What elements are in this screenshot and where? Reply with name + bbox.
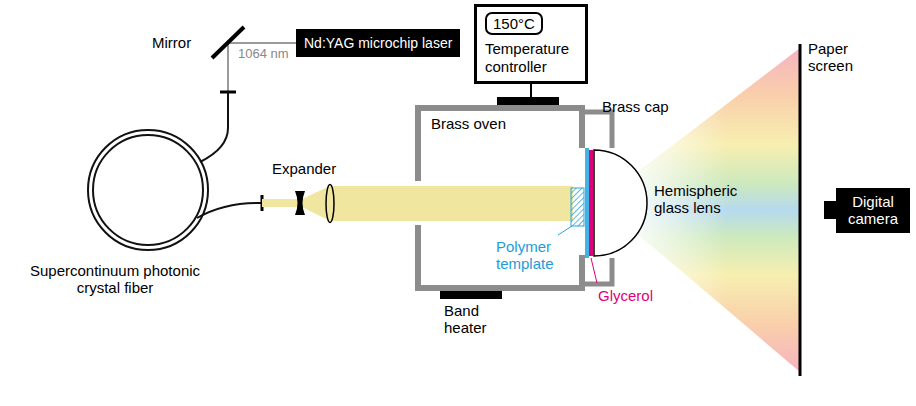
spectrum-cone bbox=[638, 48, 800, 372]
light-beam bbox=[330, 186, 573, 221]
pump-beam bbox=[228, 43, 296, 92]
cone-fade bbox=[638, 48, 800, 372]
band-heater bbox=[440, 291, 502, 299]
glycerol-layer bbox=[589, 150, 593, 256]
heater-pad bbox=[497, 97, 559, 105]
node-text: Nd:YAG microchip laser bbox=[304, 35, 452, 51]
node-text: 150°C bbox=[493, 15, 535, 32]
node-text: Temperature controller bbox=[485, 40, 577, 75]
part-label: Mirror bbox=[152, 34, 191, 51]
camera-box: Digital camera bbox=[836, 188, 910, 233]
part-label: Hemispheric glass lens bbox=[654, 182, 746, 217]
fiber-lead bbox=[197, 203, 262, 218]
brass-cap bbox=[585, 112, 612, 284]
hemispheric-lens bbox=[594, 150, 647, 256]
connector-wire bbox=[530, 84, 532, 105]
fiber-coil bbox=[88, 130, 208, 250]
wavelength-label: 1064 nm bbox=[238, 47, 289, 62]
temperature-display: 150°C bbox=[485, 12, 543, 35]
fiber-coil bbox=[93, 135, 203, 245]
part-label: Polymer template bbox=[496, 238, 566, 273]
polymer-template bbox=[571, 188, 584, 226]
part-label: Supercontinuum photonic crystal fiber bbox=[20, 262, 210, 297]
part-label: Glycerol bbox=[598, 287, 653, 304]
node-text: Brass oven bbox=[431, 115, 572, 132]
glass-plate bbox=[585, 148, 589, 258]
node-text: Digital camera bbox=[842, 193, 904, 228]
part-label: Expander bbox=[272, 160, 336, 177]
fiber-lead bbox=[200, 92, 228, 162]
camera-lens bbox=[824, 201, 836, 219]
controller-box: 150°C Temperature controller bbox=[474, 4, 588, 84]
leader-line bbox=[591, 258, 597, 283]
convex-lens bbox=[326, 185, 334, 223]
paper-screen bbox=[799, 44, 802, 376]
part-label: Brass cap bbox=[602, 98, 669, 115]
part-label: Paper screen bbox=[808, 40, 870, 75]
concave-lens bbox=[295, 191, 305, 215]
light-beam bbox=[262, 199, 300, 207]
laser-box: Nd:YAG microchip laser bbox=[296, 29, 460, 57]
part-label: Band heater bbox=[444, 302, 504, 337]
oven-wall bbox=[418, 108, 582, 288]
leader-line bbox=[558, 226, 572, 235]
